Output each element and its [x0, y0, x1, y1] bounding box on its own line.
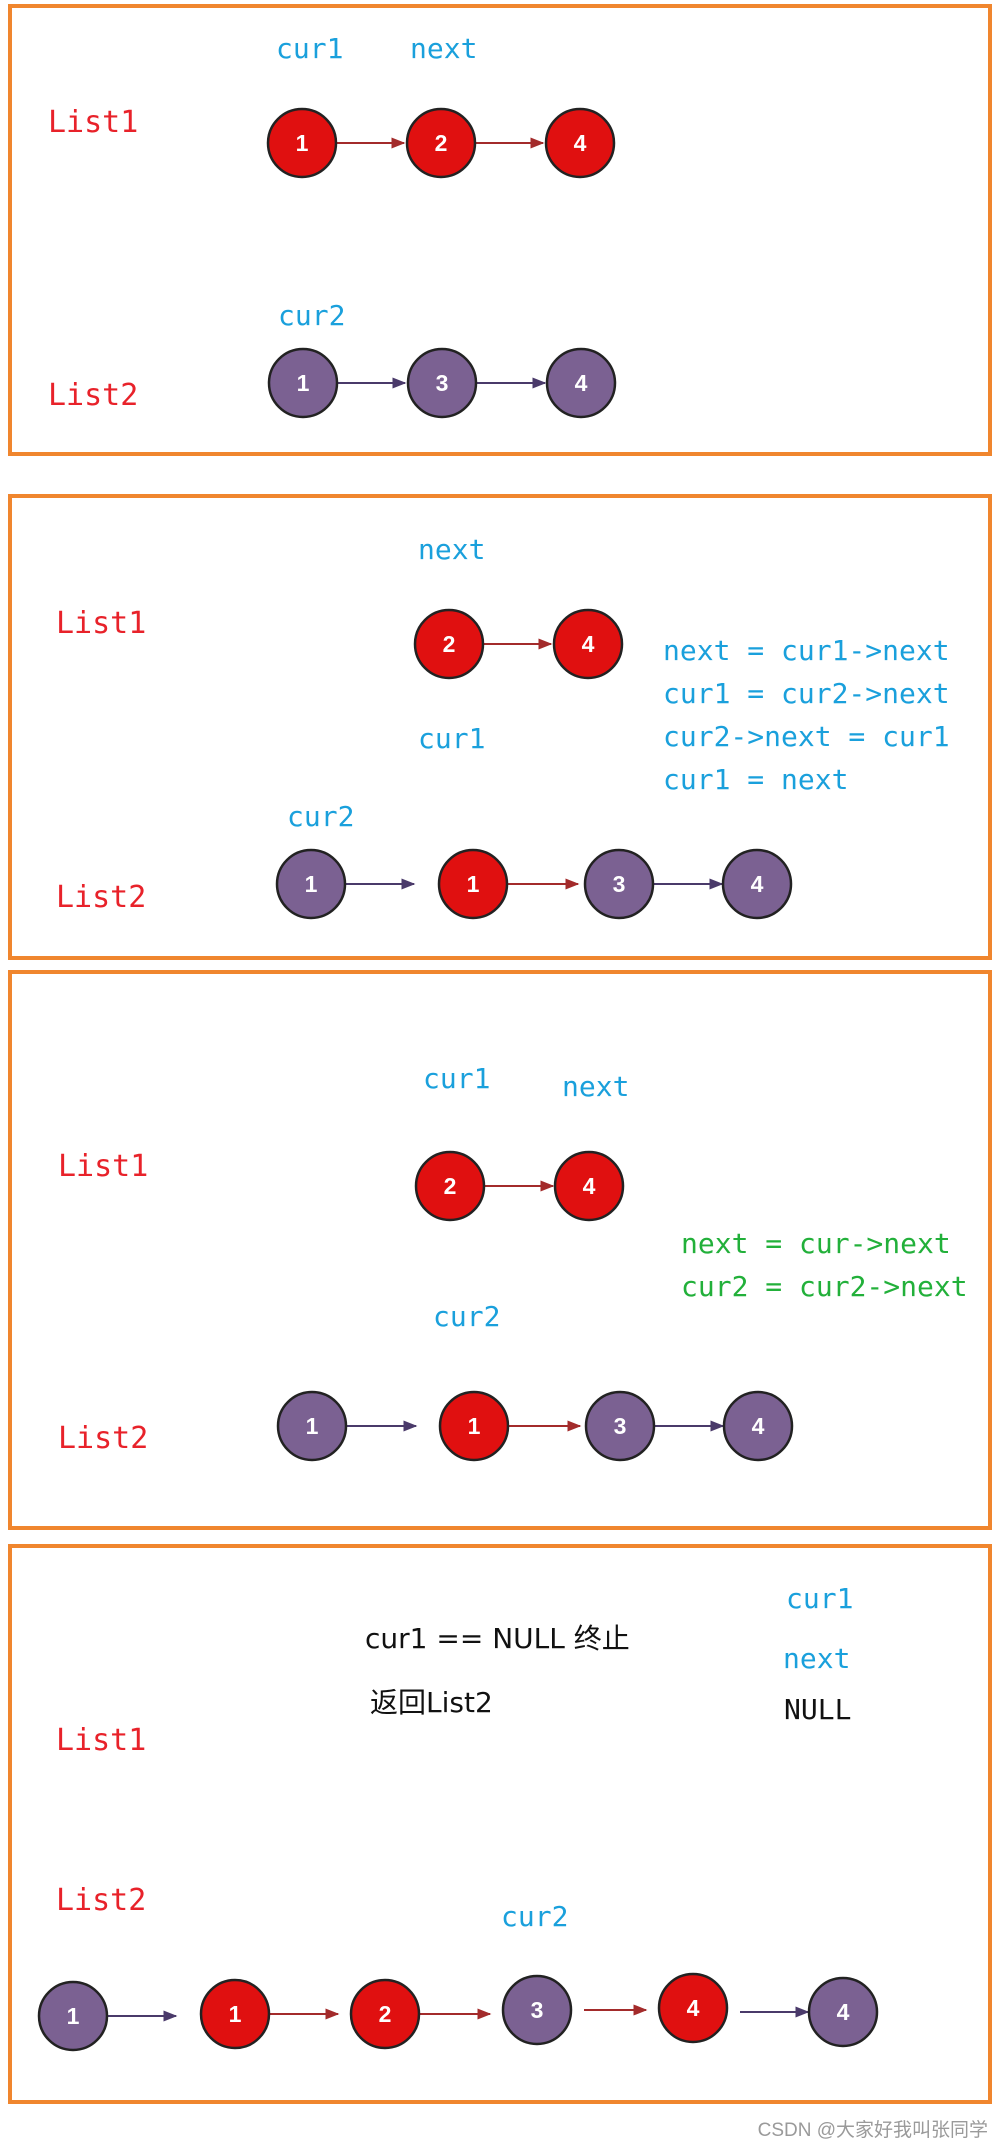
panel-1-list2-node-value: 4	[575, 370, 588, 396]
panel-4-list1-label: List1	[56, 1723, 146, 1758]
panel-4-list2-node-value: 4	[837, 1999, 850, 2025]
panel-3-list2-node	[276, 1390, 348, 1462]
panel-4-pointer-next: next	[783, 1642, 850, 1675]
panel-4-frame	[8, 1544, 992, 2104]
panel-1-pointer-cur2: cur2	[278, 299, 345, 332]
panel-2-list2-node-value: 1	[467, 871, 480, 897]
panel-2-pointer-cur2: cur2	[287, 800, 354, 833]
panel-3-list2-node-value: 1	[306, 1413, 319, 1439]
panel-4-list2-node-value: 1	[67, 2003, 80, 2029]
panel-3-list2-node-value: 3	[614, 1413, 627, 1439]
panel-4-list2-node	[349, 1978, 421, 2050]
panel-1-list2-node	[406, 347, 478, 419]
panel-1-list2-node	[267, 347, 339, 419]
panel-2-pointer-next: next	[418, 533, 485, 566]
panel-1-list1-node	[405, 107, 477, 179]
panel-4-pointer-cur2: cur2	[501, 1900, 568, 1933]
panel-3-pointer-cur1: cur1	[423, 1062, 490, 1095]
panel-3-list2-node	[722, 1390, 794, 1462]
panel-3-pointer-cur2: cur2	[433, 1300, 500, 1333]
panel-1-frame	[8, 4, 992, 456]
panel-2-list2-node	[583, 848, 655, 920]
panel-4-pointer-cur1: cur1	[786, 1582, 853, 1615]
panel-2-list2-node	[437, 848, 509, 920]
panel-1-list2-node	[545, 347, 617, 419]
panel-2-list2-node	[275, 848, 347, 920]
panel-1-list1-node-value: 1	[296, 130, 309, 156]
panel-4-list2-node	[657, 1972, 729, 2044]
panel-2-list2-label: List2	[56, 880, 146, 915]
panel-4-list2-label: List2	[56, 1883, 146, 1918]
panel-4-list2-node-value: 3	[531, 1997, 544, 2023]
panel-1-list1-node	[544, 107, 616, 179]
panel-4-null-label: NULL	[784, 1693, 851, 1726]
panel-2-list2-node-value: 1	[305, 871, 318, 897]
panel-1-list1-node-value: 2	[435, 130, 448, 156]
panel-2-pointer-cur1: cur1	[418, 722, 485, 755]
panel-4-list2-node	[501, 1974, 573, 2046]
panel-3-list1-label: List1	[58, 1149, 148, 1184]
panel-1-list1-node	[266, 107, 338, 179]
panel-1-list1-label: List1	[48, 105, 138, 140]
panel-1-list2-node-value: 1	[297, 370, 310, 396]
panel-2-code-line: cur1 = cur2->next	[663, 677, 950, 710]
panel-1-list2-node-value: 3	[436, 370, 449, 396]
panel-1-list2-label: List2	[48, 378, 138, 413]
panel-4-list2-node-value: 1	[229, 2001, 242, 2027]
watermark: CSDN @大家好我叫张同学	[758, 2119, 988, 2141]
panel-3-list1-node	[553, 1150, 625, 1222]
panel-1-list1-node-value: 4	[574, 130, 587, 156]
panel-2-code-line: cur1 = next	[663, 763, 848, 796]
panel-3-list1-node	[414, 1150, 486, 1222]
panel-4-list2-node-value: 4	[687, 1995, 700, 2021]
panel-2-code-line: next = cur1->next	[663, 634, 950, 667]
panel-4-note-return: 返回List2	[370, 1686, 493, 1719]
panel-2-code-line: cur2->next = cur1	[663, 720, 950, 753]
panel-2-list1-node-value: 2	[443, 631, 456, 657]
panel-1-pointer-cur1: cur1	[276, 32, 343, 65]
panel-4-list2-node	[199, 1978, 271, 2050]
panel-3-code-line: cur2 = cur2->next	[681, 1270, 968, 1303]
panel-3-list2-node-value: 1	[468, 1413, 481, 1439]
panel-3-frame	[8, 970, 992, 1530]
panel-3-list2-node	[584, 1390, 656, 1462]
panel-2-list1-node-value: 4	[582, 631, 595, 657]
panel-2-list1-node	[552, 608, 624, 680]
panel-4-note-terminate: cur1 == NULL 终止	[365, 1622, 630, 1655]
panel-2-list1-label: List1	[56, 606, 146, 641]
panel-3-list2-node	[438, 1390, 510, 1462]
panel-3-pointer-next: next	[562, 1070, 629, 1103]
panel-2-list2-node-value: 3	[613, 871, 626, 897]
panel-2-list2-node-value: 4	[751, 871, 764, 897]
panel-4-list2-node-value: 2	[379, 2001, 392, 2027]
panel-3-code-line: next = cur->next	[681, 1227, 951, 1260]
panel-3-list2-node-value: 4	[752, 1413, 765, 1439]
panel-4-list2-node	[37, 1980, 109, 2052]
panel-2-frame	[8, 494, 992, 960]
panel-4-list2-node	[807, 1976, 879, 2048]
panel-3-list1-node-value: 2	[444, 1173, 457, 1199]
panel-2-list1-node	[413, 608, 485, 680]
panel-1-pointer-next: next	[410, 32, 477, 65]
panel-3-list2-label: List2	[58, 1421, 148, 1456]
panel-2-list2-node	[721, 848, 793, 920]
panel-3-list1-node-value: 4	[583, 1173, 596, 1199]
